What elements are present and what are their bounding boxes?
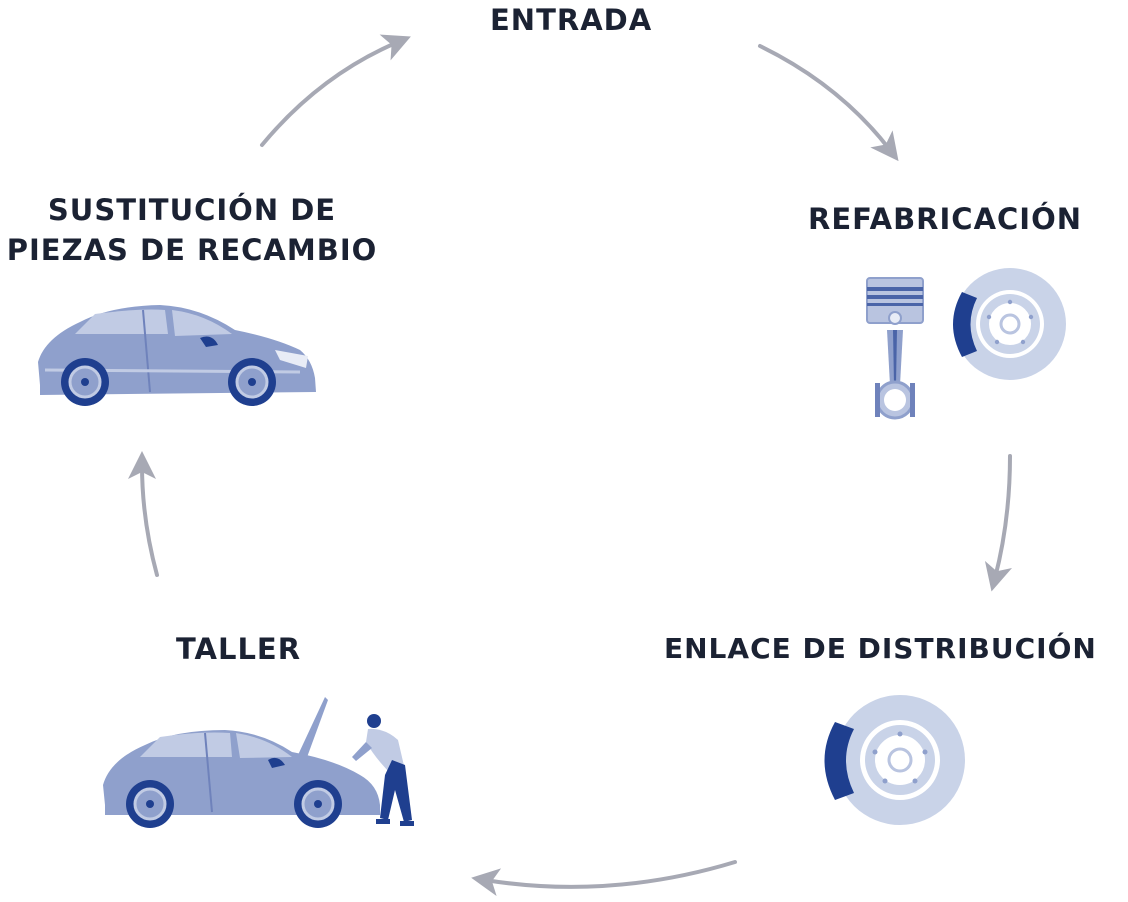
step-label-entrada: ENTRADA [490,3,653,37]
step-label-refabricacion: REFABRICACIÓN [808,202,1083,236]
step-label-sustitucion-line2: PIEZAS DE RECAMBIO [6,233,378,267]
arrow-sustitucion-to-entrada [260,34,411,147]
step-label-sustitucion-line1: SUSTITUCIÓN DE [47,193,337,227]
step-label-taller: TALLER [176,632,302,666]
step-label-sustitucion: SUSTITUCIÓN DE PIEZAS DE RECAMBIO [0,190,384,270]
arrow-taller-to-sustitucion [128,451,159,577]
arrow-enlace-to-taller [471,860,737,897]
arrow-entrada-to-refabricacion [758,44,899,162]
step-label-enlace: ENLACE DE DISTRIBUCIÓN [664,632,1097,665]
arrow-refabricacion-to-enlace [984,454,1013,592]
